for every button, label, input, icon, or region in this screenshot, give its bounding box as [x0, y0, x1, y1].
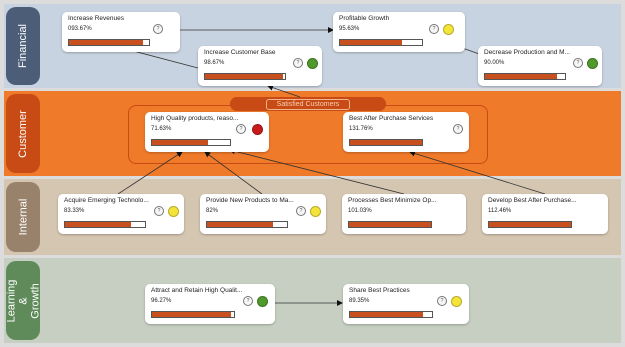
info-icon[interactable]: ? — [296, 206, 306, 216]
objective-card[interactable]: Attract and Retain High Qualit... 96.27%… — [145, 284, 275, 324]
info-icon[interactable]: ? — [573, 58, 583, 68]
perspective-label-financial: Financial — [6, 7, 40, 85]
perspective-label-customer: Customer — [6, 94, 40, 173]
status-indicator-icon — [451, 296, 462, 307]
objective-card[interactable]: Processes Best Minimize Op... 101.03% — [342, 194, 466, 234]
progress-bar — [349, 311, 433, 318]
link-processes-to-high-quality — [229, 148, 405, 195]
status-indicator-icon — [310, 206, 321, 217]
progress-bar — [488, 221, 572, 228]
perspective-customer: Customer — [4, 91, 621, 176]
info-icon[interactable]: ? — [293, 58, 303, 68]
objective-card[interactable]: High Quality products, reaso... 71.63% ? — [145, 112, 269, 152]
progress-bar — [151, 139, 231, 146]
status-indicator-icon — [587, 58, 598, 69]
progress-bar — [349, 139, 423, 146]
perspective-label-learning-growth: Learning & Growth — [5, 261, 41, 340]
objective-card[interactable]: Increase Customer Base 98.67% ? — [198, 46, 322, 86]
progress-bar — [151, 311, 235, 318]
progress-bar — [68, 39, 150, 46]
info-icon[interactable]: ? — [429, 24, 439, 34]
customer-group-label[interactable]: Satisfied Customers — [230, 97, 386, 111]
progress-fill — [350, 140, 422, 145]
progress-fill — [207, 222, 273, 227]
objective-card[interactable]: Share Best Practices 89.35% ? — [343, 284, 469, 324]
status-indicator-icon — [252, 124, 263, 135]
progress-fill — [349, 222, 431, 227]
perspective-learning-growth: Learning & Growth — [4, 258, 621, 343]
progress-fill — [152, 140, 209, 145]
progress-fill — [152, 312, 231, 317]
progress-fill — [205, 74, 284, 79]
info-icon[interactable]: ? — [437, 296, 447, 306]
link-new-products-to-high-quality — [204, 151, 263, 195]
objective-card[interactable]: Increase Revenues 093.67% ? — [62, 12, 180, 52]
objective-card[interactable]: Develop Best After Purchase... 112.46% — [482, 194, 608, 234]
progress-fill — [65, 222, 132, 227]
info-icon[interactable]: ? — [154, 206, 164, 216]
status-indicator-icon — [443, 24, 454, 35]
objective-card[interactable]: Profitable Growth 95.63% ? — [333, 12, 465, 52]
progress-fill — [485, 74, 557, 79]
objective-card[interactable]: Best After Purchase Services 131.76% ? — [343, 112, 469, 152]
info-icon[interactable]: ? — [453, 124, 463, 134]
progress-fill — [340, 40, 402, 45]
objective-card[interactable]: Provide New Products to Ma... 82% ? — [200, 194, 326, 234]
info-icon[interactable]: ? — [243, 296, 253, 306]
info-icon[interactable]: ? — [236, 124, 246, 134]
status-indicator-icon — [307, 58, 318, 69]
objective-card[interactable]: Decrease Production and M... 90.00% ? — [478, 46, 602, 86]
link-develop-to-after-purchase — [409, 150, 546, 195]
perspective-label-internal: Internal — [6, 182, 40, 252]
status-indicator-icon — [168, 206, 179, 217]
progress-fill — [489, 222, 571, 227]
progress-bar — [348, 221, 432, 228]
progress-bar — [484, 73, 566, 80]
progress-bar — [206, 221, 288, 228]
link-group-to-customer-base — [267, 84, 301, 98]
progress-fill — [350, 312, 423, 317]
progress-bar — [339, 39, 423, 46]
status-indicator-icon — [257, 296, 268, 307]
info-icon[interactable]: ? — [153, 24, 163, 34]
link-acquire-tech-to-high-quality — [117, 151, 183, 195]
objective-card[interactable]: Acquire Emerging Technolo... 83.33% ? — [58, 194, 184, 234]
progress-bar — [64, 221, 146, 228]
progress-fill — [69, 40, 144, 45]
progress-bar — [204, 73, 286, 80]
